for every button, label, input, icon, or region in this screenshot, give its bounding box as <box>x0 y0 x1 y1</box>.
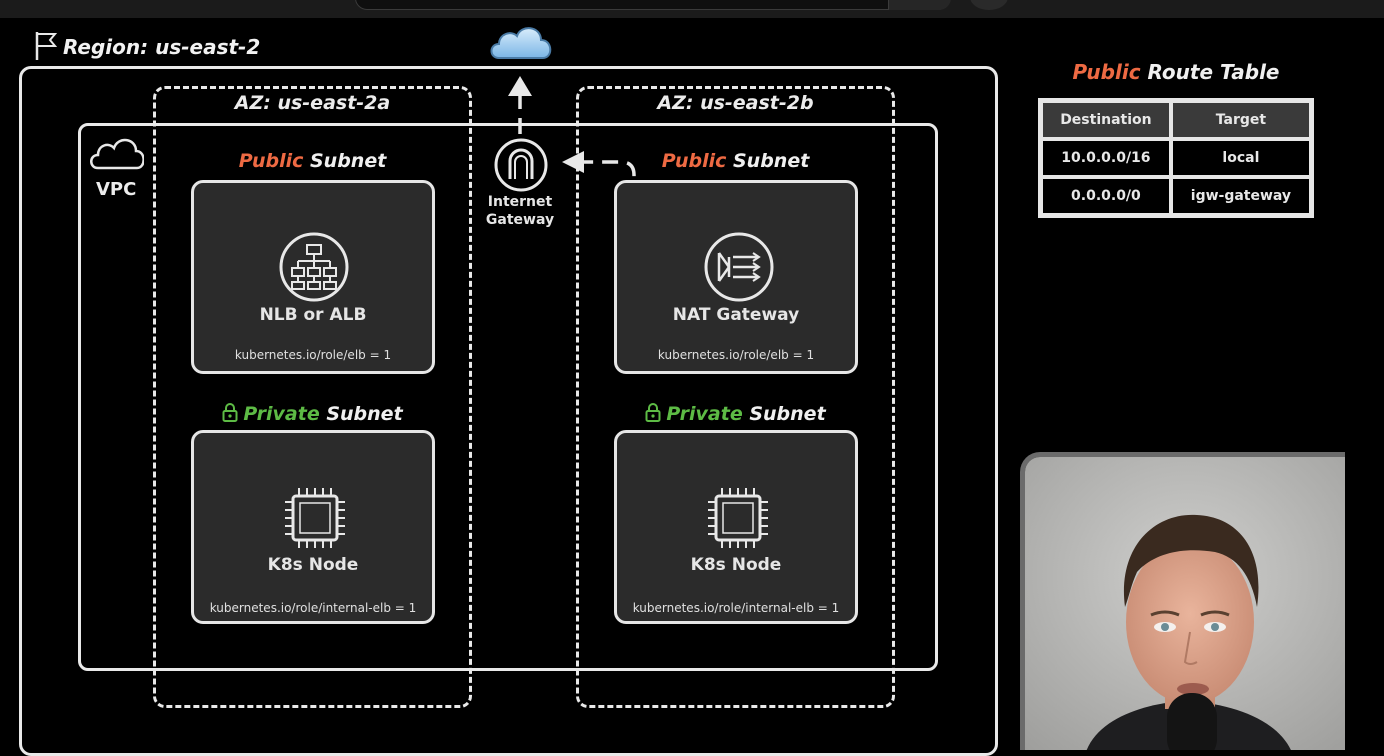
column-header-target: Target <box>1170 101 1311 139</box>
route-destination: 0.0.0.0/0 <box>1041 177 1171 215</box>
card-tag: kubernetes.io/role/elb = 1 <box>657 348 815 362</box>
presenter-illustration <box>1025 457 1345 750</box>
chip-icon <box>285 488 345 548</box>
route-table-title-prefix: Public <box>1072 60 1141 84</box>
private-prefix: Private <box>243 403 320 425</box>
route-table-title-suffix: Route Table <box>1140 60 1280 84</box>
private-subnet-title-a: Private Subnet <box>153 403 472 425</box>
voice-search-button[interactable] <box>970 0 1008 10</box>
cloud-icon <box>490 27 552 59</box>
route-table-title: Public Route Table <box>1038 60 1314 84</box>
load-balancer-icon <box>279 232 349 302</box>
route-target: local <box>1170 139 1311 177</box>
vpc-label: VPC <box>96 179 137 200</box>
az-b-label: AZ: us-east-2b <box>657 92 814 114</box>
route-table-header-row: Destination Target <box>1041 101 1311 139</box>
card-tag: kubernetes.io/role/internal-elb = 1 <box>632 601 840 615</box>
nat-gateway-icon <box>704 232 774 302</box>
lock-icon <box>222 403 238 422</box>
table-row: 10.0.0.0/16 local <box>1041 139 1311 177</box>
az-a-label: AZ: us-east-2a <box>234 92 391 114</box>
k8s-node-card-b[interactable]: K8s Node kubernetes.io/role/internal-elb… <box>614 430 858 624</box>
internet-gateway-label: Internet Gateway <box>485 194 555 228</box>
public-prefix: Public <box>661 150 727 172</box>
route-target: igw-gateway <box>1170 177 1311 215</box>
card-tag: kubernetes.io/role/elb = 1 <box>234 348 392 362</box>
k8s-node-card-a[interactable]: K8s Node kubernetes.io/role/internal-elb… <box>191 430 435 624</box>
az-a-boundary <box>153 86 472 708</box>
card-name: NAT Gateway <box>672 305 800 325</box>
lock-icon <box>645 403 661 422</box>
private-subnet-title-b: Private Subnet <box>576 403 895 425</box>
search-button[interactable] <box>888 0 951 10</box>
card-tag: kubernetes.io/role/internal-elb = 1 <box>209 601 417 615</box>
column-header-destination: Destination <box>1041 101 1171 139</box>
public-prefix: Public <box>238 150 304 172</box>
flag-icon <box>35 32 58 60</box>
public-subnet-title-b: Public Subnet <box>576 150 895 172</box>
card-name: K8s Node <box>267 555 359 575</box>
card-name: NLB or ALB <box>259 305 367 325</box>
card-name: K8s Node <box>690 555 782 575</box>
subnet-suffix: Subnet <box>303 150 387 172</box>
subnet-suffix: Subnet <box>742 403 826 425</box>
presenter-webcam-video <box>1020 452 1345 750</box>
vpc-cloud-icon <box>90 138 144 170</box>
public-subnet-title-a: Public Subnet <box>153 150 472 172</box>
chip-icon <box>708 488 768 548</box>
private-prefix: Private <box>666 403 743 425</box>
route-table: Destination Target 10.0.0.0/16 local 0.0… <box>1038 98 1314 218</box>
load-balancer-card[interactable]: NLB or ALB kubernetes.io/role/elb = 1 <box>191 180 435 374</box>
route-destination: 10.0.0.0/16 <box>1041 139 1171 177</box>
vpc-boundary <box>78 123 938 671</box>
internet-gateway-icon <box>494 138 548 192</box>
subnet-suffix: Subnet <box>319 403 403 425</box>
region-label: Region: us-east-2 <box>63 35 261 59</box>
nat-gateway-card[interactable]: NAT Gateway kubernetes.io/role/elb = 1 <box>614 180 858 374</box>
table-row: 0.0.0.0/0 igw-gateway <box>1041 177 1311 215</box>
subnet-suffix: Subnet <box>726 150 810 172</box>
az-b-boundary <box>576 86 895 708</box>
